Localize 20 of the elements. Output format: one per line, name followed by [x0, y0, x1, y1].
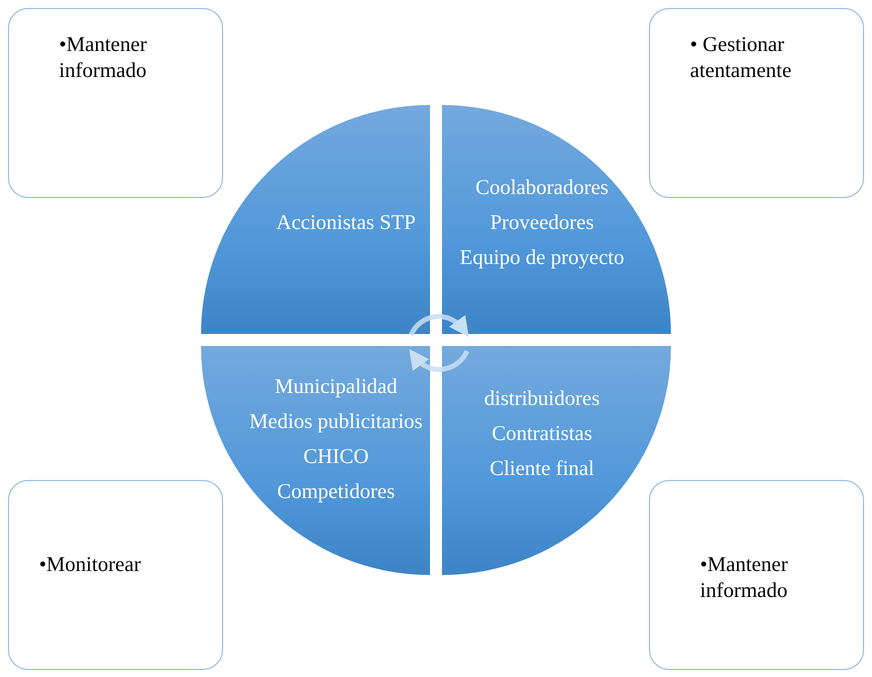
segment-text: distribuidores	[483, 386, 601, 411]
bullet-text: •Monitorear	[39, 551, 142, 577]
segment-text: Contratistas	[490, 421, 594, 446]
rounded-box	[649, 480, 864, 670]
bullet-text: • Gestionar atentamente	[690, 31, 792, 83]
bullet-text: •Mantener informado	[59, 31, 148, 83]
rounded-box	[8, 8, 223, 198]
segment-text: Municipalidad	[274, 374, 398, 399]
segment-text: Cliente final	[488, 456, 596, 481]
segment-text: Accionistas STP	[275, 210, 417, 235]
bullet-text: •Mantener informado	[700, 551, 789, 603]
rounded-box	[8, 480, 223, 670]
segment-text: Proveedores	[489, 210, 595, 235]
segment-text: Medios publicitarios	[248, 409, 424, 434]
segment-text: Equipo de proyecto	[458, 245, 626, 270]
segment-text: Competidores	[276, 479, 396, 504]
curved-arrow	[408, 349, 470, 372]
segment-text: CHICO	[302, 444, 370, 469]
segment-text: Coolaboradores	[474, 175, 610, 200]
rounded-box	[649, 8, 864, 198]
